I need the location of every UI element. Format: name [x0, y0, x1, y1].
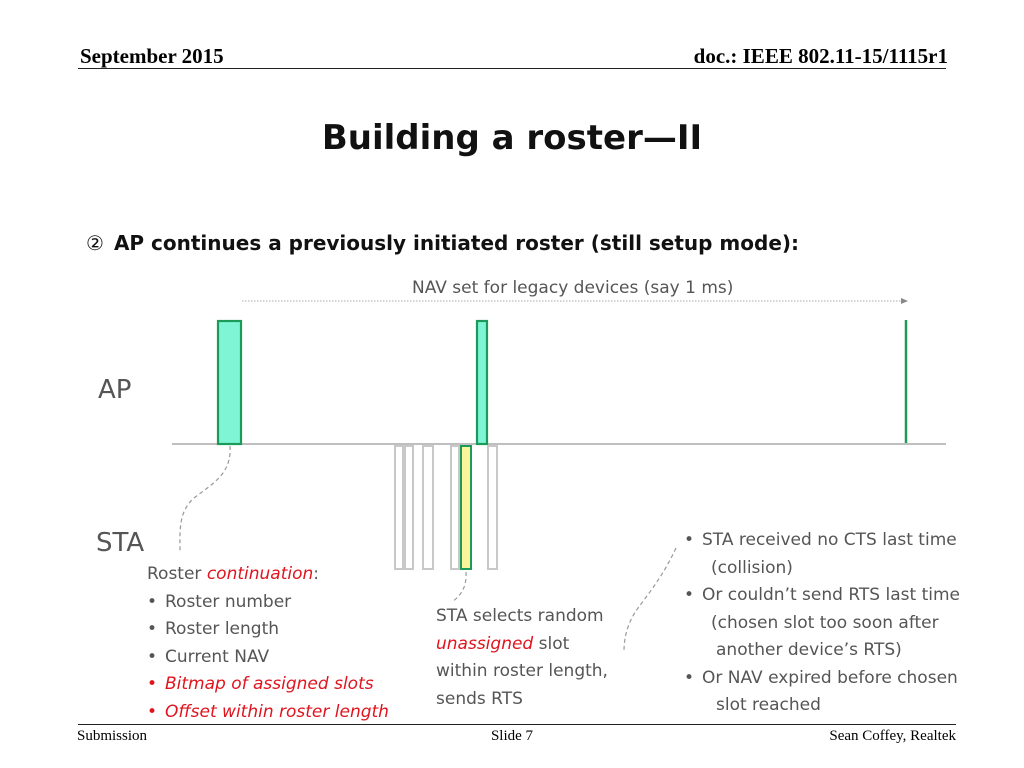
footer-rule: [78, 724, 956, 725]
sta-label: STA: [96, 528, 145, 558]
header-doc-id: doc.: IEEE 802.11-15/1115r1: [693, 44, 948, 68]
main-point-text: AP continues a previously initiated rost…: [113, 231, 800, 255]
rts-slot-callout: [451, 571, 467, 603]
main-point: ② AP continues a previously initiated ros…: [86, 231, 799, 255]
list-item: STA received no CTS last time(collision): [684, 527, 960, 582]
roster-info-list: Roster number Roster length Current NAV …: [147, 589, 389, 727]
step-marker: ②: [86, 231, 104, 255]
footer-slide-number: Slide 7: [490, 728, 534, 744]
list-item: Offset within roster length: [147, 699, 389, 727]
reasons-callout: [623, 547, 677, 653]
list-item: Current NAV: [147, 644, 389, 672]
roster-info-intro: Roster continuation:: [147, 564, 320, 584]
nav-label: NAV set for legacy devices (say 1 ms): [412, 278, 734, 298]
sta-slot: [404, 445, 414, 570]
sta-slot: [422, 445, 434, 570]
list-item: Bitmap of assigned slots: [147, 671, 389, 699]
list-item: Or couldn’t send RTS last time(chosen sl…: [684, 582, 960, 665]
sta-note: STA selects random unassigned slot withi…: [436, 606, 608, 709]
roster-frame-callout: [179, 445, 231, 553]
sta-slot: [394, 445, 404, 570]
sta-slot: [450, 445, 460, 570]
list-item: Roster length: [147, 616, 389, 644]
ap-label: AP: [98, 375, 132, 405]
footer-left: Submission: [77, 728, 148, 744]
header-date: September 2015: [80, 44, 224, 68]
list-item: Roster number: [147, 589, 389, 617]
sta-rts-slot: [460, 445, 472, 570]
retry-reasons: STA received no CTS last time(collision)…: [684, 527, 960, 720]
ap-roster-frame: [216, 319, 243, 446]
footer-author: Sean Coffey, Realtek: [829, 728, 956, 744]
ap-cts-frame: [475, 319, 489, 446]
roster-info: Roster continuation: Roster number Roste…: [147, 561, 389, 726]
sta-slot: [487, 445, 498, 570]
slide-title: Building a roster—II: [321, 118, 703, 158]
header-rule: [78, 68, 946, 69]
